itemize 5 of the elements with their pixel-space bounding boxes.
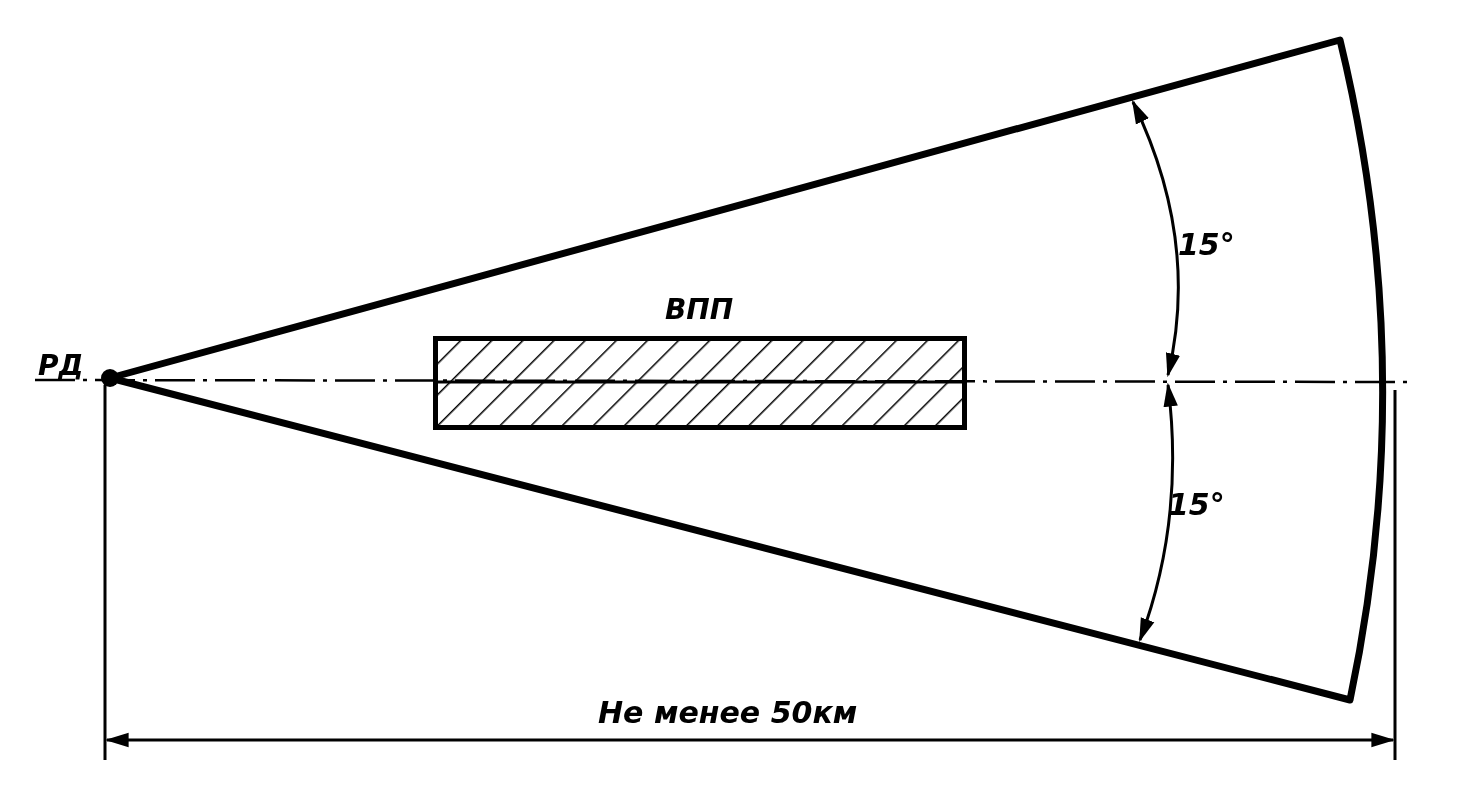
dimension-label: Не менее 50км xyxy=(598,698,858,728)
point-label: РД xyxy=(38,352,84,380)
angle-label: 15° xyxy=(1168,490,1225,520)
angle-label: 15° xyxy=(1178,230,1235,260)
runway-label: ВПП xyxy=(665,296,734,324)
